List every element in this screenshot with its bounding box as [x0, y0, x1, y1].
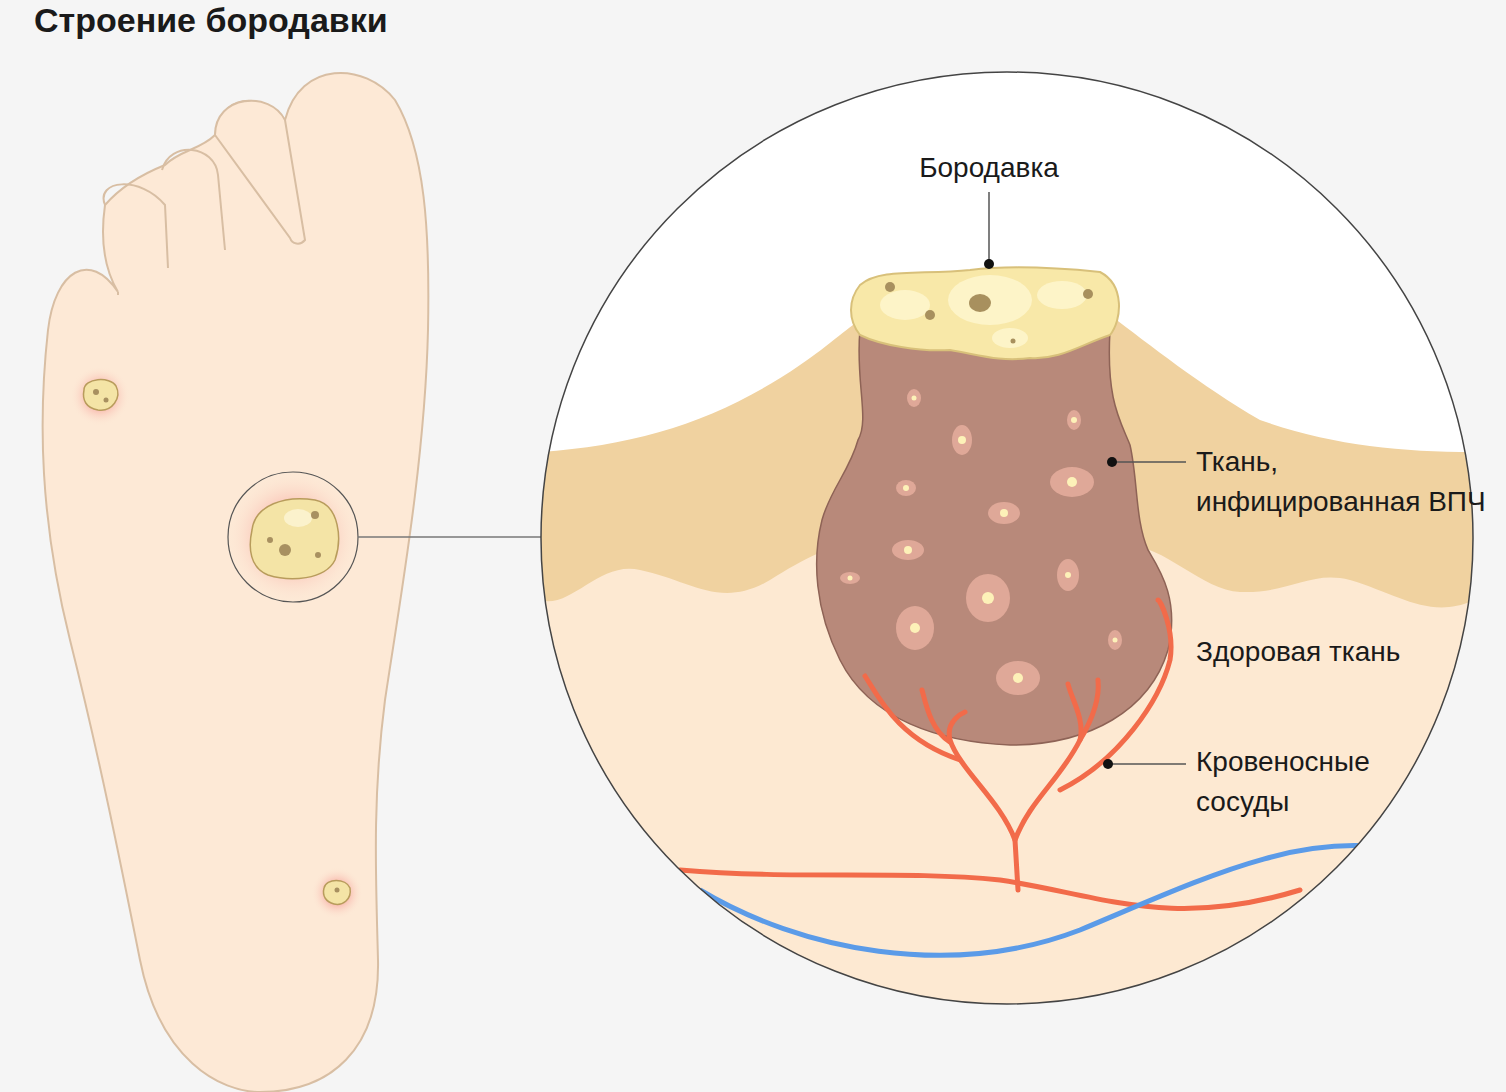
foot [43, 73, 541, 1092]
infected-tissue-label: Ткань, инфицированная ВПЧ [1196, 442, 1486, 522]
blood-vessels-label: Кровеносные сосуды [1196, 742, 1426, 822]
skin-section [540, 72, 1475, 1010]
infected-cells [840, 389, 1122, 695]
page-title: Строение бородавки [34, 0, 734, 40]
healthy-tissue-label: Здоровая ткань [1196, 632, 1486, 672]
wart-cap-texture [880, 275, 1093, 348]
wart-label: Бородавка [839, 148, 1139, 188]
leader-lines [989, 192, 1186, 764]
